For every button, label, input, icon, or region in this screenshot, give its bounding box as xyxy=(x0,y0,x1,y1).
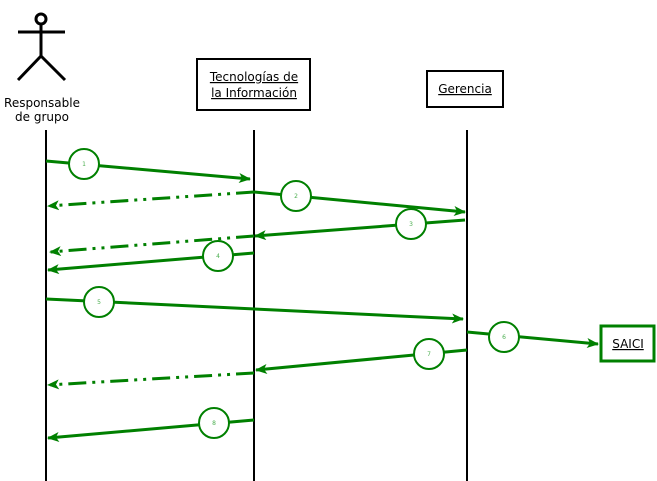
sequence-number: 3 xyxy=(409,221,413,228)
message-return-9[interactable] xyxy=(47,371,255,390)
external-saici[interactable]: SAICI xyxy=(599,324,656,363)
actor-label-line1: Responsable xyxy=(4,96,80,110)
participant-box xyxy=(426,70,504,108)
message-8[interactable]: 8 xyxy=(47,407,255,443)
sequence-number-badge xyxy=(68,148,100,180)
stick-figure-icon xyxy=(16,12,67,82)
external-label: SAICI xyxy=(612,337,644,351)
sequence-number-badge xyxy=(280,180,312,212)
message-5[interactable]: 5 xyxy=(45,286,464,324)
message-arrow xyxy=(466,330,599,348)
actor-label-line2: de grupo xyxy=(15,110,69,124)
sequence-number-badge xyxy=(488,321,520,353)
participant-label: Gerencia xyxy=(438,82,492,96)
sequence-number-badge xyxy=(202,240,234,272)
participant-ti[interactable]: Tecnologías de la Información xyxy=(196,58,311,111)
sequence-number-badge xyxy=(395,208,427,240)
message-4[interactable]: 4 xyxy=(47,240,255,275)
message-7[interactable]: 7 xyxy=(255,338,468,374)
message-6[interactable]: 6 xyxy=(466,321,599,353)
sequence-number-badge xyxy=(198,407,230,439)
message-arrow xyxy=(49,234,255,257)
sequence-number: 6 xyxy=(502,334,506,341)
participant-gerencia[interactable]: Gerencia xyxy=(426,70,504,108)
actor-responsable[interactable]: Responsable de grupo xyxy=(4,12,80,124)
message-1[interactable]: 1 xyxy=(45,148,251,184)
sequence-number-badge xyxy=(413,338,445,370)
participant-label-line1: Tecnologías de xyxy=(209,70,298,84)
external-box xyxy=(599,324,656,363)
participant-label-line2: la Información xyxy=(211,86,297,100)
message-3[interactable]: 3 xyxy=(254,208,466,241)
sequence-number: 4 xyxy=(216,253,220,260)
messages: 1 2 3 4 5 6 7 8 xyxy=(45,148,599,443)
sequence-number-badge xyxy=(83,286,115,318)
participant-box xyxy=(196,58,311,111)
message-return-1[interactable] xyxy=(47,190,255,211)
message-arrow xyxy=(254,218,466,241)
message-arrow xyxy=(45,297,464,324)
message-arrow xyxy=(47,190,255,211)
sequence-number: 5 xyxy=(97,299,101,306)
sequence-number: 1 xyxy=(82,161,86,168)
sequence-number: 8 xyxy=(212,420,216,427)
message-arrow xyxy=(47,371,255,390)
sequence-number: 7 xyxy=(427,351,431,358)
message-return-4[interactable] xyxy=(49,234,255,257)
sequence-number: 2 xyxy=(294,193,298,200)
message-2[interactable]: 2 xyxy=(253,180,466,216)
